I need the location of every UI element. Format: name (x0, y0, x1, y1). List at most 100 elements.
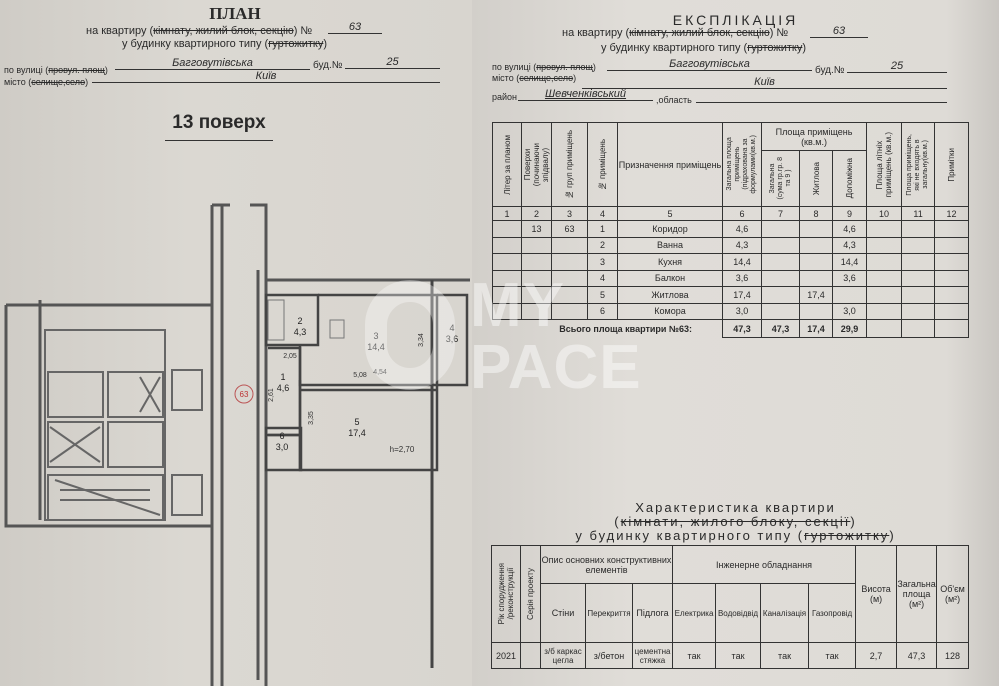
characteristics-line2: (кімнати, жилого блоку, секції) (614, 514, 857, 529)
room-5-no: 5 (354, 417, 359, 427)
watermark-logo-icon (365, 280, 455, 390)
header-structural: Опис основних конструктивних елементів (539, 545, 674, 584)
expl-city-label: місто (селище,село) (492, 73, 577, 83)
plan-apartment-no: 63 (328, 21, 382, 34)
cell-no: 5 (587, 286, 618, 304)
cell-living: 17,4 (799, 286, 833, 304)
characteristics-table: Рік спорудження /реконструкції Серія про… (491, 545, 970, 669)
header-litera: Літер за планом (502, 134, 512, 195)
header-excluded: Площа приміщень, які не входять в загаль… (906, 133, 930, 196)
characteristics-line3: у будинку квартирного типу (гуртожитку) (575, 528, 896, 543)
plan-title: ПЛАН (209, 4, 261, 23)
expl-street-label: по вулиці (провул. площ) (492, 62, 596, 72)
expl-street: Багговутівська (607, 58, 812, 71)
header-summer: Площа літніх приміщень (кв.м.) (875, 131, 894, 198)
cell-living (799, 253, 833, 271)
header-group: № груп приміщень (565, 129, 574, 200)
cell-name: Балкон (617, 269, 723, 287)
header-area-group: Площа приміщень (кв.м.) (760, 122, 868, 151)
header-height: Висота (м) (855, 545, 898, 643)
cell-no: 1 (587, 220, 618, 238)
plan-building-label: буд.№ (313, 60, 343, 71)
header-sum: Загальна (сума гр.гр. 8 та 9 ) (768, 157, 792, 200)
room-2-no: 2 (297, 316, 302, 326)
floor-label: 13 поверх (165, 112, 273, 141)
dim-5-08: 5,08 (353, 372, 367, 379)
cell-aux: 4,3 (831, 236, 868, 254)
plan-city-label: місто (селище,село) (4, 77, 89, 87)
cell-group: 63 (551, 220, 588, 238)
header-purpose: Призначення приміщень (617, 122, 723, 207)
cell-no: 2 (587, 236, 618, 254)
plan-line1: на квартиру (кімнату, жилий блок, секцію… (86, 25, 313, 37)
watermark-pace: PACE (470, 333, 642, 402)
region-field (696, 88, 947, 103)
dim-3-35: 3,35 (308, 411, 315, 425)
cell-living (799, 269, 833, 287)
plan-page: ПЛАН на квартиру (кімнату, жилий блок, с… (0, 0, 472, 686)
cell-name: Житлова (617, 286, 723, 304)
cell-aux: 4,6 (831, 220, 868, 238)
expl-line2: у будинку квартирного типу (гуртожитку) (601, 42, 807, 54)
header-year: Рік спорудження /реконструкції (497, 563, 515, 625)
room-6-no: 6 (279, 431, 284, 441)
district-label: район (492, 92, 518, 102)
plan-street: Багговутівська (115, 57, 310, 70)
dim-2-61: 2,61 (268, 388, 275, 402)
header-area: Загальна площа (м²) (896, 545, 938, 643)
header-series: Серія проекту (526, 567, 535, 621)
header-notes: Примітки (947, 147, 957, 182)
dim-3-34: 3,34 (418, 333, 425, 347)
plan-street-label: по вулиці (провул. площ) (4, 65, 108, 75)
explication-page: ЕКСПЛІКАЦІЯ на квартиру (кімнату, жилий … (472, 0, 999, 686)
characteristics-title: Характеристика квартири (635, 500, 836, 515)
cell-aux: 14,4 (831, 253, 868, 271)
cell-no: 6 (587, 302, 618, 320)
header-engineering: Інженерне обладнання (672, 545, 857, 584)
cell-name: Комора (617, 302, 723, 320)
room-6-area: 3,0 (276, 442, 289, 452)
floor-plan: 63 2 4,3 3 14,4 4 3,6 1 4,6 5 17,4 6 3,0… (4, 203, 470, 686)
cell-total: 14,4 (722, 253, 762, 271)
plan-building: 25 (345, 56, 440, 69)
plan-city: Київ (92, 70, 440, 83)
cell-floor (521, 253, 552, 271)
cell-floor: 13 (521, 220, 552, 238)
district: Шевченківський (518, 88, 653, 101)
cell-aux (831, 286, 868, 304)
expl-building-label: буд.№ (815, 65, 845, 76)
room-4-no: 4 (449, 323, 454, 333)
cell-living (799, 220, 833, 238)
watermark-my: MY (470, 271, 565, 340)
cell-total: 4,3 (722, 236, 762, 254)
region-label: ,область (656, 95, 692, 105)
cell-living (799, 302, 833, 320)
room-4-area: 3,6 (446, 334, 459, 344)
explication-table: Літер за планом Поверхи (починаючи зпідв… (492, 122, 970, 338)
ceiling-height: h=2,70 (390, 445, 415, 454)
cell-total: 3,6 (722, 269, 762, 287)
cell-no: 4 (587, 269, 618, 287)
expl-apartment-no: 63 (810, 25, 868, 38)
cell-name: Коридор (617, 220, 723, 238)
cell-floor (521, 236, 552, 254)
header-volume: Об'єм (м²) (936, 545, 970, 643)
cell-name: Кухня (617, 253, 723, 271)
expl-building: 25 (847, 60, 947, 73)
header-floors: Поверхи (починаючи зпідвалу) (523, 142, 550, 187)
cell-total: 17,4 (722, 286, 762, 304)
cell-group (551, 236, 588, 254)
cell-group (551, 253, 588, 271)
cell-total: 3,0 (722, 302, 762, 320)
dim-2-05: 2,05 (283, 353, 297, 360)
cell-aux: 3,6 (831, 269, 868, 287)
header-room-no: № приміщень (598, 138, 607, 191)
